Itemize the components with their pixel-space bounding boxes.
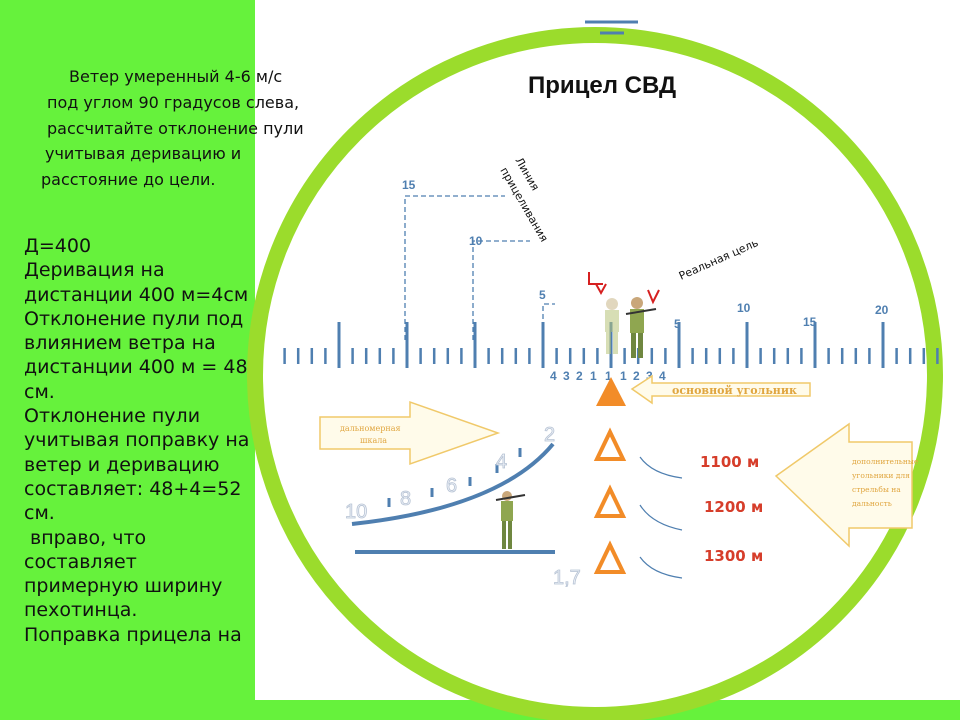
rf-label-4: 4 bbox=[496, 451, 507, 473]
rf-label-10: 10 bbox=[345, 501, 367, 523]
solution-line: составляет bbox=[24, 550, 137, 573]
small-digit: 1 bbox=[590, 369, 597, 383]
aim-corner-left bbox=[588, 272, 603, 285]
green-side-panel bbox=[0, 0, 255, 720]
soldier-right bbox=[625, 297, 657, 358]
scale-left-5: 5 bbox=[539, 288, 546, 302]
bottom-green-strip bbox=[0, 700, 960, 720]
solution-line: влиянием ветра на bbox=[24, 332, 216, 355]
chevron-1300 bbox=[593, 540, 627, 574]
chevron-1200 bbox=[593, 484, 627, 518]
scope-ring bbox=[247, 27, 943, 720]
chevron-1100 bbox=[593, 427, 627, 461]
main-chevron-label: основной угольник bbox=[672, 384, 797, 397]
small-digit: 1 bbox=[605, 369, 612, 383]
small-digit: 2 bbox=[576, 369, 583, 383]
scale-right-10: 10 bbox=[737, 301, 751, 315]
aim-chevron-right bbox=[647, 289, 660, 305]
rf-label-2: 2 bbox=[544, 424, 555, 446]
solution-line: см. bbox=[24, 502, 55, 525]
sight-lines bbox=[404, 195, 555, 340]
rangefinder-label-2: шкала bbox=[360, 436, 387, 445]
rangefinder-curve bbox=[351, 442, 555, 526]
extra-label-1: дополнительные bbox=[852, 457, 919, 466]
scale-left-10: 10 bbox=[469, 234, 483, 248]
leader-10 bbox=[472, 240, 530, 340]
soldier-rangefinder bbox=[495, 491, 526, 549]
range-1100: 1100 м bbox=[700, 453, 759, 471]
trajectory-curves bbox=[639, 456, 683, 579]
scale-right-15: 15 bbox=[803, 315, 817, 329]
small-digit: 4 bbox=[659, 369, 666, 383]
solution-line: дистанции 400 м=4см bbox=[24, 283, 249, 306]
solution-line: примерную ширину bbox=[24, 575, 223, 598]
leader-15 bbox=[404, 195, 505, 340]
rf-label-6: 6 bbox=[446, 475, 457, 497]
extra-chevrons-arrow bbox=[774, 422, 913, 548]
solution-line: учитывая поправку на bbox=[24, 429, 250, 452]
solution-line: Отклонение пули bbox=[24, 405, 201, 428]
rangefinder-label-1: дальномерная bbox=[340, 424, 401, 433]
small-digit: 3 bbox=[563, 369, 570, 383]
small-digit: 4 bbox=[550, 369, 557, 383]
extra-label-2: угольники для bbox=[852, 471, 910, 480]
range-1200: 1200 м bbox=[704, 498, 763, 516]
task-line-4: учитывая деривацию и bbox=[45, 144, 242, 163]
task-line-5: расстояние до цели. bbox=[41, 170, 216, 189]
scale-right-20: 20 bbox=[875, 303, 889, 317]
rf-label-17: 1,7 bbox=[553, 567, 581, 589]
main-chevron bbox=[596, 377, 626, 406]
small-digit: 2 bbox=[633, 369, 640, 383]
solution-line: составляет: 48+4=52 bbox=[24, 477, 242, 500]
solution-line: Отклонение пули под bbox=[24, 307, 244, 330]
aim-chevron-left bbox=[595, 283, 607, 296]
rf-label-8: 8 bbox=[400, 488, 411, 510]
leader-5 bbox=[542, 303, 555, 335]
solution-line: пехотинца. bbox=[24, 599, 138, 622]
task-line-2: под углом 90 градусов слева, bbox=[47, 93, 300, 112]
range-1300: 1300 м bbox=[704, 547, 763, 565]
solution-line: Д=400 bbox=[24, 235, 92, 257]
extra-chevrons bbox=[593, 427, 627, 574]
solution-line: дистанции 400 м = 48 bbox=[24, 356, 248, 379]
solution-line: Поправка прицела на bbox=[24, 623, 242, 646]
extra-label-4: дальность bbox=[852, 499, 892, 508]
horizontal-scale bbox=[283, 322, 939, 368]
solution-line: см. bbox=[24, 380, 55, 403]
scale-right-5: 5 bbox=[674, 317, 681, 331]
solution-line: вправо, что bbox=[24, 526, 147, 549]
small-digit: 1 bbox=[620, 369, 627, 383]
extra-label-3: стрельбы на bbox=[852, 485, 901, 494]
solution-line: Деривация на bbox=[24, 259, 165, 282]
task-line-3: рассчитайте отклонение пули bbox=[47, 119, 304, 138]
soldier-left bbox=[605, 298, 619, 354]
solution-line: ветер и деривацию bbox=[24, 453, 220, 476]
page-title: Прицел СВД bbox=[528, 72, 677, 99]
scale-left-15: 15 bbox=[402, 178, 416, 192]
main-chevron-arrow bbox=[630, 374, 811, 405]
task-line-1: Ветер умеренный 4-6 м/с bbox=[69, 67, 283, 86]
solution-text: Д=400 Деривация на дистанции 400 м=4см О… bbox=[24, 234, 286, 647]
small-digit: 3 bbox=[646, 369, 653, 383]
rangefinder-arrow bbox=[319, 400, 501, 466]
rangefinder-ticks bbox=[387, 448, 522, 507]
